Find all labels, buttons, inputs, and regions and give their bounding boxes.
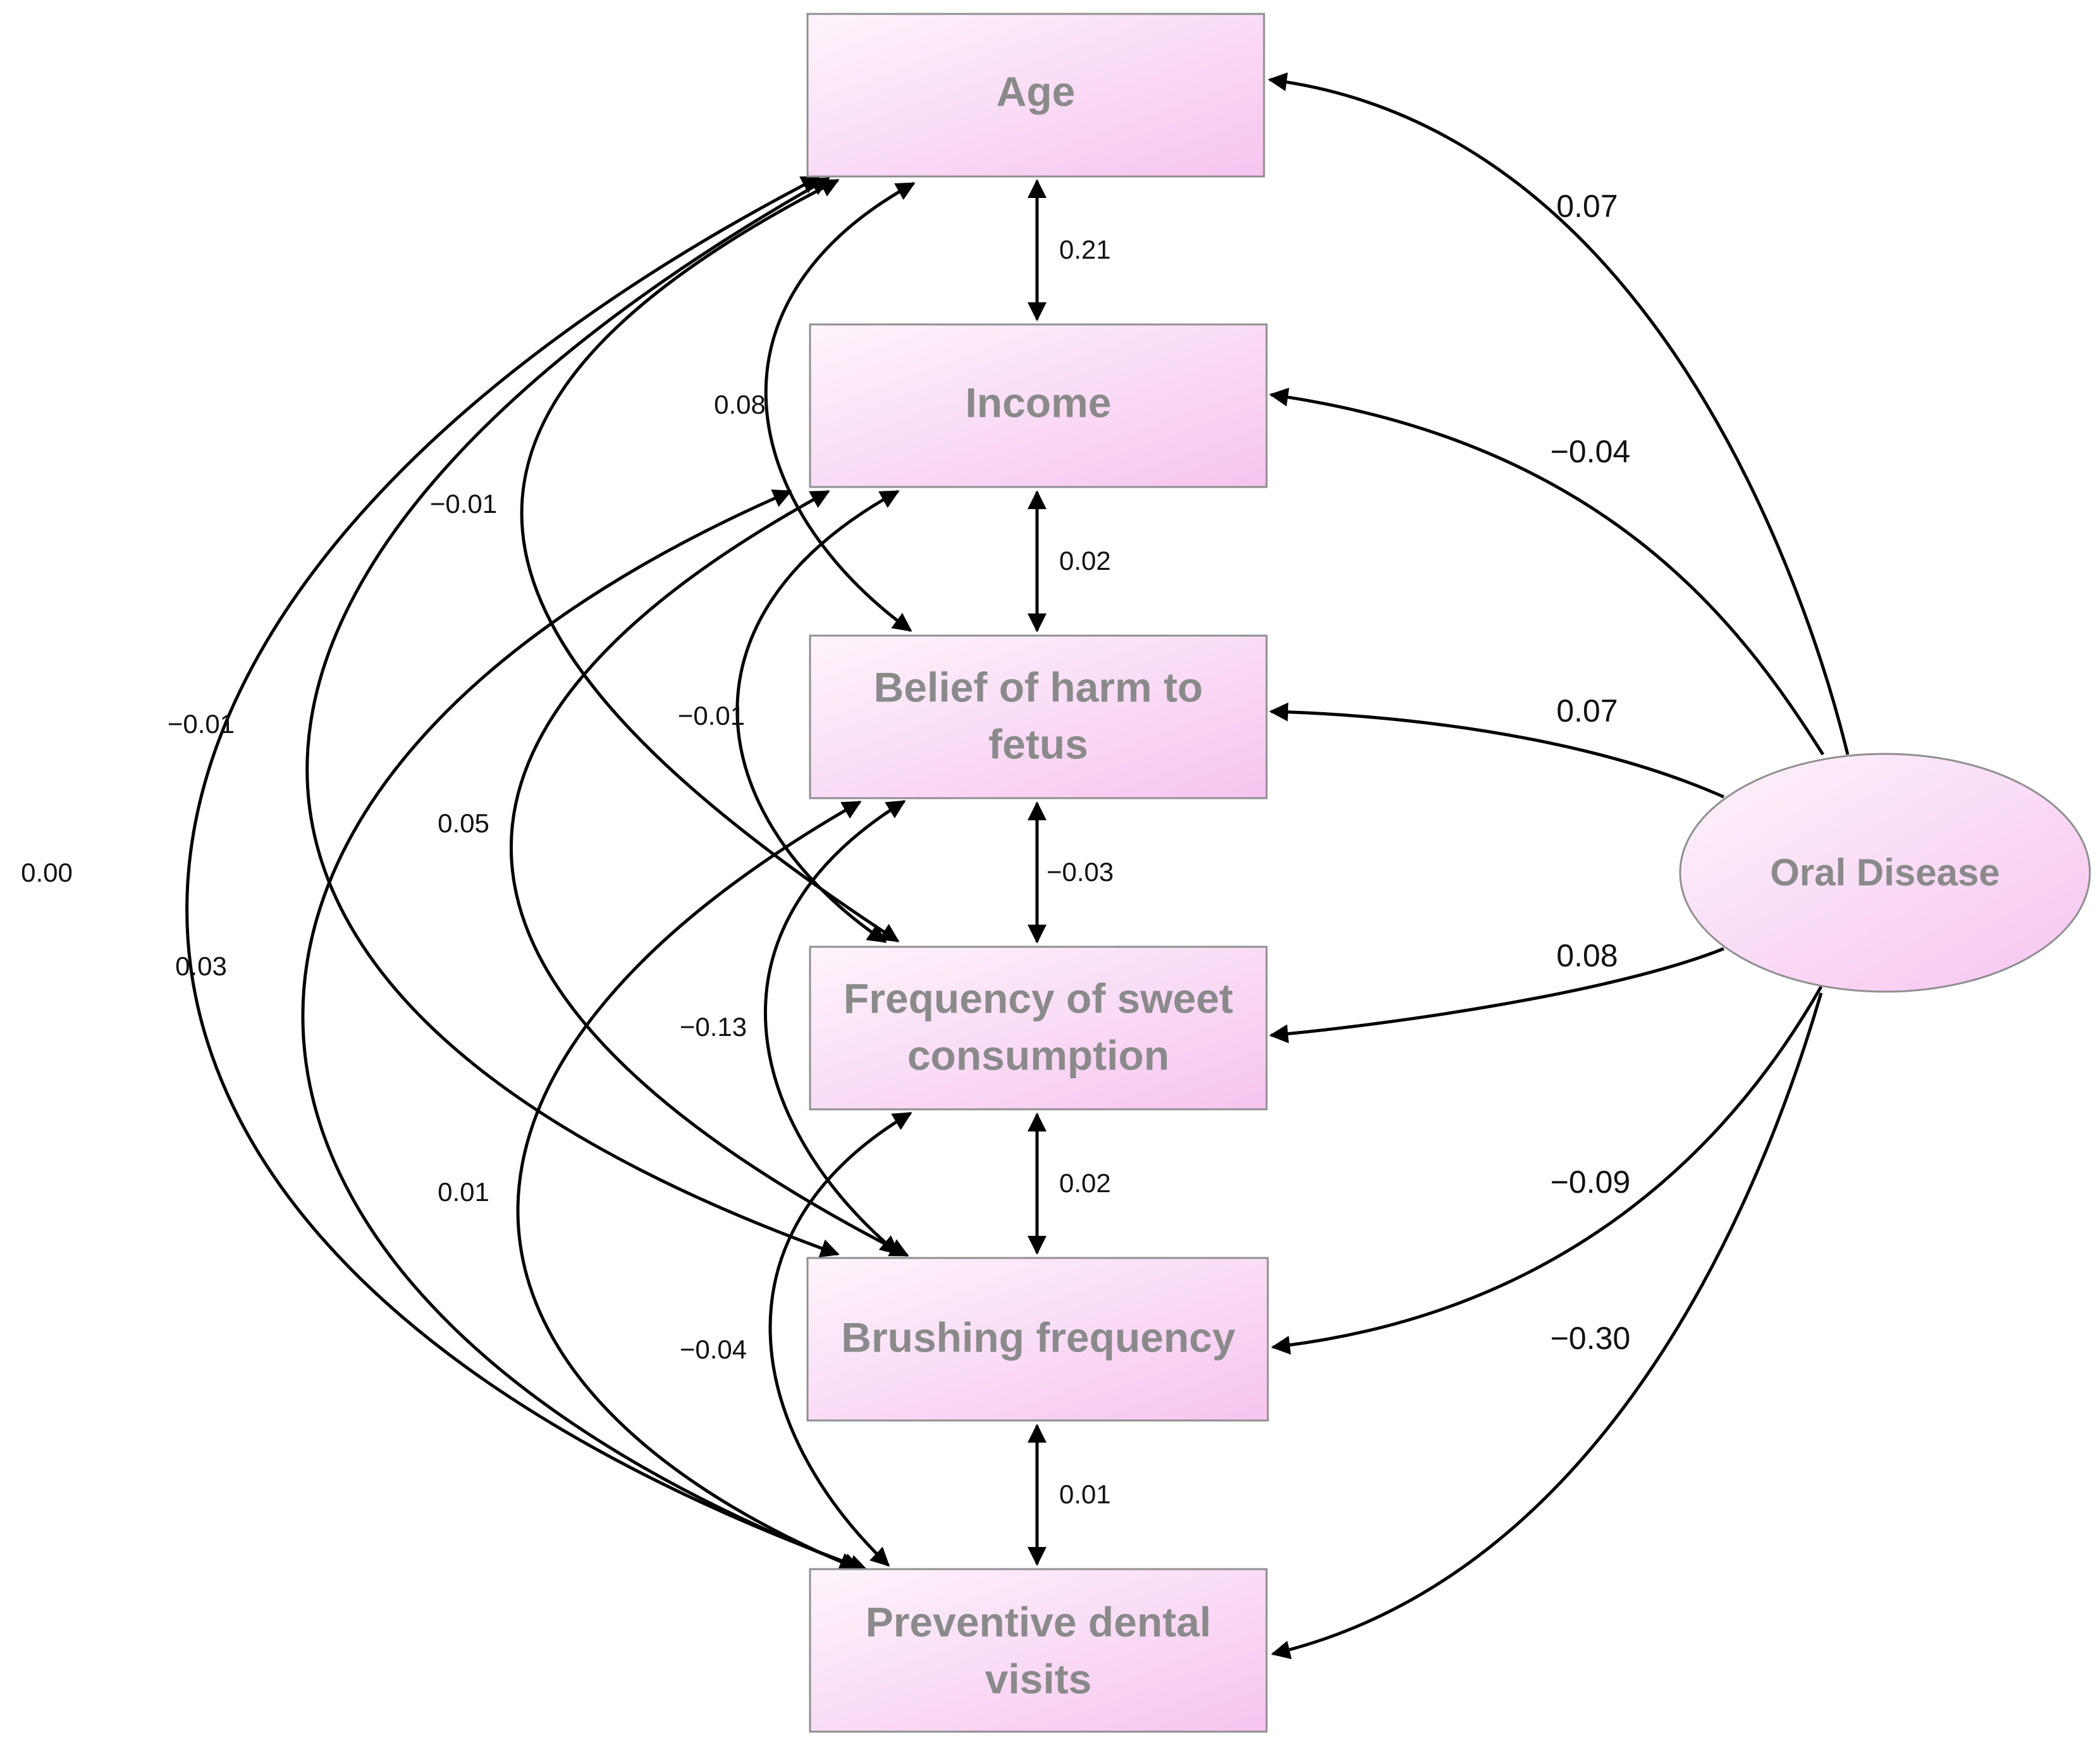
coef-brushing-preventive: 0.01 xyxy=(1059,1479,1111,1509)
node-income-label: Income xyxy=(965,379,1111,426)
coef-age-income: 0.21 xyxy=(1059,235,1111,264)
coef-income-brushing: 0.05 xyxy=(438,808,489,838)
coef-income-belief: 0.02 xyxy=(1059,546,1111,576)
coef-sweet-brushing: 0.02 xyxy=(1059,1168,1111,1198)
coef-belief-preventive: 0.01 xyxy=(438,1177,489,1207)
node-age: Age xyxy=(806,13,1265,178)
path-oral-to-preventive xyxy=(1271,992,1823,1660)
coef-sweet-preventive: −0.04 xyxy=(680,1334,747,1364)
node-sweet-label-line2: consumption xyxy=(907,1032,1169,1078)
node-brushing-label: Brushing frequency xyxy=(841,1314,1236,1360)
node-brushing: Brushing frequency xyxy=(806,1257,1269,1422)
coef-oral-sweet: 0.08 xyxy=(1556,938,1618,973)
coef-oral-preventive: −0.30 xyxy=(1550,1321,1631,1356)
coef-age-preventive: 0.00 xyxy=(21,858,73,887)
node-belief: Belief of harm to fetus xyxy=(809,634,1268,799)
node-preventive: Preventive dental visits xyxy=(809,1568,1268,1733)
coef-income-preventive: 0.03 xyxy=(175,951,227,981)
coef-oral-belief: 0.07 xyxy=(1556,693,1618,729)
coef-income-sweet: −0.01 xyxy=(678,701,745,730)
coef-oral-age: 0.07 xyxy=(1556,188,1618,224)
path-oral-to-income xyxy=(1269,387,1825,756)
node-income: Income xyxy=(809,323,1268,488)
coef-age-belief: 0.08 xyxy=(714,390,766,419)
cov-age-sweet xyxy=(520,178,900,943)
path-oral-to-age xyxy=(1268,72,1850,755)
path-oral-to-brushing xyxy=(1271,985,1823,1355)
node-preventive-label-line2: visits xyxy=(985,1655,1092,1702)
path-oral-to-sweet xyxy=(1269,947,1724,1044)
node-sweet: Frequency of sweet consumption xyxy=(809,946,1268,1111)
node-preventive-label-line1: Preventive dental xyxy=(866,1598,1212,1645)
node-belief-label-line1: Belief of harm to xyxy=(874,663,1203,710)
node-oral-disease: Oral Disease xyxy=(1679,753,2091,993)
node-oral-disease-label: Oral Disease xyxy=(1770,851,2000,894)
cov-sweet-preventive xyxy=(768,1111,912,1567)
node-belief-label-line2: fetus xyxy=(988,720,1088,767)
coef-age-brushing: −0.01 xyxy=(168,709,235,739)
coef-belief-brushing: −0.13 xyxy=(680,1012,747,1042)
cov-income-brushing xyxy=(510,490,909,1257)
cov-age-preventive xyxy=(185,175,868,1573)
coef-oral-brushing: −0.09 xyxy=(1550,1164,1631,1200)
node-age-label: Age xyxy=(997,68,1076,114)
cov-belief-preventive xyxy=(516,800,862,1571)
coef-oral-income: −0.04 xyxy=(1550,434,1631,469)
node-sweet-label-line1: Frequency of sweet xyxy=(844,975,1233,1021)
cov-income-preventive xyxy=(301,489,862,1572)
coef-age-sweet: −0.01 xyxy=(430,489,497,519)
coef-belief-sweet: −0.03 xyxy=(1047,857,1114,887)
cov-age-brushing xyxy=(305,176,840,1257)
path-oral-to-belief xyxy=(1269,702,1725,799)
